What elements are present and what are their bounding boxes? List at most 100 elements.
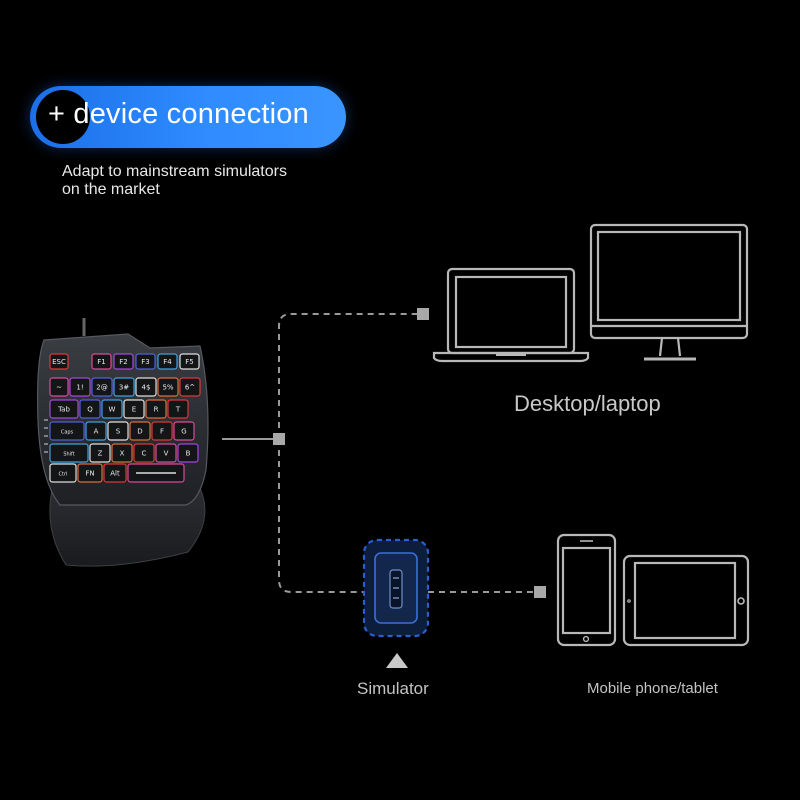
keyboard-key-label: Tab xyxy=(57,406,70,414)
keyboard-key: A xyxy=(85,421,107,441)
monitor-stand xyxy=(658,337,682,357)
keyboard-key: 3# xyxy=(113,377,135,397)
keyboard-key-label: ESC xyxy=(52,358,66,366)
monitor-screen xyxy=(596,230,742,322)
tablet-home-button xyxy=(737,597,745,605)
keyboard-key-label: 6^ xyxy=(185,384,195,392)
keyboard-key: Z xyxy=(89,443,111,463)
tablet-camera xyxy=(627,599,631,603)
pill-dot xyxy=(36,90,90,144)
keyboard-key: 2@ xyxy=(91,377,113,397)
keyboard-key: Shift xyxy=(49,443,89,463)
page-title: + device connection xyxy=(48,98,309,130)
subtitle: Adapt to mainstream simulators on the ma… xyxy=(62,163,287,199)
keyboard-key xyxy=(127,463,185,483)
keyboard-key-label: Alt xyxy=(110,470,120,478)
keyboard-key-label: R xyxy=(154,406,159,414)
laptop-screen-frame xyxy=(446,267,576,355)
keyboard-key: Caps xyxy=(49,421,85,441)
keyboard-key-label: 5% xyxy=(162,384,173,392)
keyboard-key-label: X xyxy=(120,450,125,458)
keyboard-key-label: A xyxy=(94,428,99,436)
keyboard-key-label: T xyxy=(175,406,181,414)
keyboard-key: 5% xyxy=(157,377,179,397)
keyboard-key: B xyxy=(177,443,199,463)
keyboard-keys: ESC F1 F2 F3 F4 F5 ~1! 2@ 3# 4$ 5% 6^ Tab Q W E R T Caps A S… xyxy=(49,353,201,483)
keyboard-key: F5 xyxy=(179,353,200,370)
phone-home-button xyxy=(582,635,590,643)
keyboard-key-label: W xyxy=(109,406,116,414)
phone-body xyxy=(556,533,617,647)
keyboard-key: S xyxy=(107,421,129,441)
keyboard-key-label: C xyxy=(142,450,147,458)
keyboard-key-label: 1! xyxy=(76,384,83,392)
keyboard-key: F1 xyxy=(91,353,112,370)
keyboard-key: C xyxy=(133,443,155,463)
keyboard-wrist-rest xyxy=(49,487,206,567)
keyboard-key-label: Caps xyxy=(61,430,74,436)
connection-lines xyxy=(222,313,540,593)
keyboard-key-label: Shift xyxy=(63,452,74,458)
keyboard-key: F4 xyxy=(157,353,178,370)
tablet-screen xyxy=(633,561,737,640)
laptop-base xyxy=(432,351,590,363)
phone-illustration xyxy=(556,533,617,647)
keyboard-key-label: D xyxy=(137,428,142,436)
tablet-body xyxy=(622,554,750,647)
keyboard-key: R xyxy=(145,399,167,419)
laptop-illustration xyxy=(432,267,590,363)
keyboard-key: X xyxy=(111,443,133,463)
simulator-illustration xyxy=(362,538,430,668)
keyboard-key: D xyxy=(129,421,151,441)
keyboard-key: T xyxy=(167,399,189,419)
upper-dashed-line xyxy=(278,313,423,439)
simulator-pointer-arrow xyxy=(386,653,408,668)
keyboard-key-label: 3# xyxy=(119,384,129,392)
tablet-illustration xyxy=(622,554,750,647)
keyboard-key: F xyxy=(151,421,173,441)
keyboard-key-label: FN xyxy=(85,470,94,478)
simulator-port xyxy=(389,569,403,609)
keyboard-key: 1! xyxy=(69,377,91,397)
keyboard-key-label: B xyxy=(186,450,191,458)
keyboard-key: F2 xyxy=(113,353,134,370)
keyboard-key-label: Z xyxy=(98,450,103,458)
keyboard-side-grille xyxy=(44,419,48,453)
keyboard-key: W xyxy=(101,399,123,419)
mobile-tablet-label: Mobile phone/tablet xyxy=(587,680,718,697)
keyboard-key: 4$ xyxy=(135,377,157,397)
keyboard-key-label: G xyxy=(181,428,186,436)
keyboard-key: G xyxy=(173,421,195,441)
keyboard-key-label: Q xyxy=(87,406,93,414)
keyboard-key-label: F1 xyxy=(97,358,105,366)
monitor-frame xyxy=(589,223,749,340)
keyboard-key: Ctrl xyxy=(49,463,77,483)
keyboard-key-label: F xyxy=(160,428,164,436)
keyboard-key: Tab xyxy=(49,399,79,419)
laptop-screen xyxy=(454,275,568,349)
keyboard-key-label: V xyxy=(164,450,169,458)
simulator-label: Simulator xyxy=(357,679,429,698)
keyboard-key: FN xyxy=(77,463,103,483)
keyboard-key: F3 xyxy=(135,353,156,370)
keyboard-key-label: Ctrl xyxy=(59,472,68,478)
keyboard-key: 6^ xyxy=(179,377,201,397)
keyboard-key: Q xyxy=(79,399,101,419)
keyboard-key-label: F4 xyxy=(163,358,172,366)
gaming-keyboard: ESC F1 F2 F3 F4 F5 ~1! 2@ 3# 4$ 5% 6^ Tab Q W E R T Caps A S… xyxy=(37,318,209,567)
lower-dashed-line xyxy=(278,439,364,593)
keyboard-key-label: S xyxy=(116,428,121,436)
junction-node xyxy=(273,433,285,445)
keyboard-key-label: F3 xyxy=(141,358,149,366)
keyboard-key-label: F5 xyxy=(185,358,193,366)
keyboard-key-label: E xyxy=(132,406,136,414)
keyboard-key-label: 2@ xyxy=(96,384,107,392)
mobile-node xyxy=(534,586,546,598)
keyboard-key: ESC xyxy=(49,353,69,370)
keyboard-key-label: 4$ xyxy=(142,384,151,392)
desktop-laptop-label: Desktop/laptop xyxy=(514,391,661,416)
keyboard-key: V xyxy=(155,443,177,463)
keyboard-key: ~ xyxy=(49,377,69,397)
subtitle-line-1: Adapt to mainstream simulators xyxy=(62,163,287,180)
